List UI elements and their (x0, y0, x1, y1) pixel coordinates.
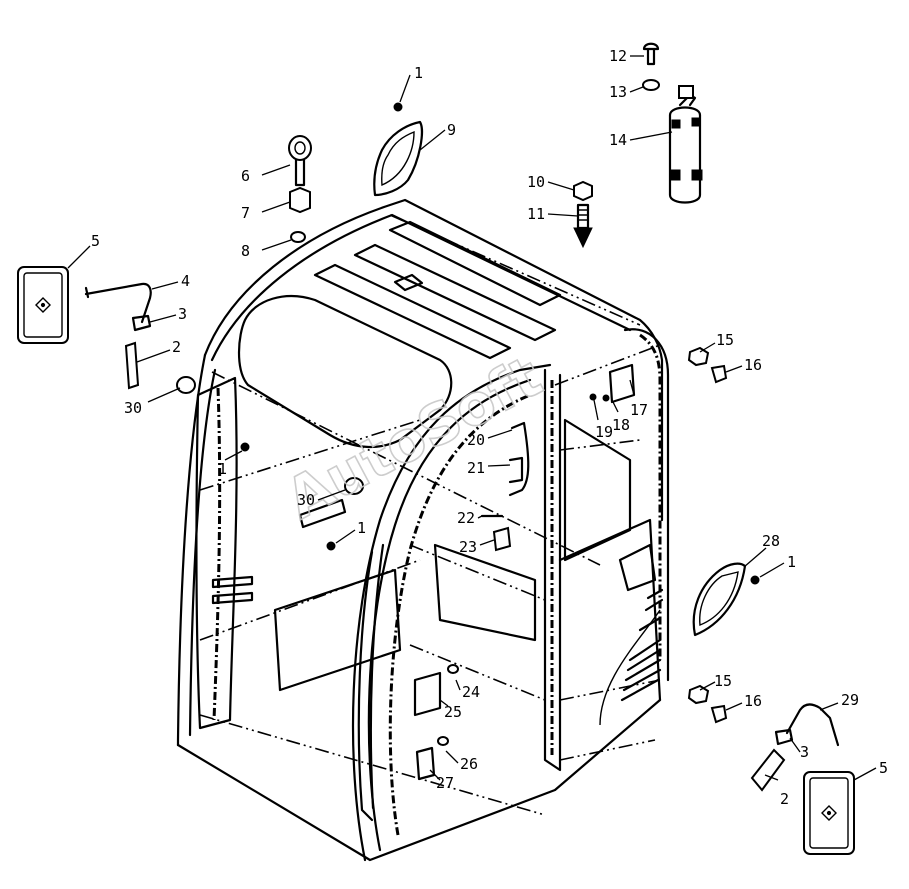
window-glass-right (692, 562, 747, 637)
nut-7 (289, 186, 311, 214)
callout-16-lower: 16 (744, 692, 762, 710)
callout-19: 19 (595, 423, 613, 441)
bolt-26 (437, 736, 449, 746)
callout-13: 13 (609, 83, 627, 101)
handle-20 (508, 421, 530, 497)
callout-5-right: 5 (879, 759, 888, 777)
callout-14: 14 (609, 131, 627, 149)
callout-29: 29 (841, 691, 859, 709)
callout-5-left: 5 (91, 232, 100, 250)
callout-17: 17 (630, 401, 648, 419)
callout-3-left: 3 (178, 305, 187, 323)
callout-9: 9 (447, 121, 456, 139)
callout-1-right: 1 (787, 553, 796, 571)
washer-13 (642, 79, 660, 91)
callout-30-left: 30 (124, 399, 142, 417)
callouts: 1 1 1 1 2 2 3 3 4 5 5 6 7 8 9 10 11 12 (67, 47, 888, 808)
spacer-center (344, 477, 364, 495)
watermark: AutoSoft (276, 344, 552, 532)
callout-20: 20 (467, 431, 485, 449)
mirror-rod-right (785, 703, 840, 747)
callout-7: 7 (241, 204, 250, 222)
callout-26: 26 (460, 755, 478, 773)
callout-27: 27 (436, 774, 454, 792)
bolt-16-upper (710, 364, 728, 384)
side-grille (599, 588, 664, 726)
callout-28: 28 (762, 532, 780, 550)
bracket-27 (415, 746, 436, 781)
callout-1-top: 1 (414, 64, 423, 82)
callout-4: 4 (181, 272, 190, 290)
bolt-16-lower (710, 704, 728, 724)
bracket-25 (413, 671, 442, 717)
fire-extinguisher (668, 85, 703, 204)
pipe-left (124, 341, 140, 390)
callout-2-right: 2 (780, 790, 789, 808)
bracket-30 (298, 498, 347, 529)
callout-18: 18 (612, 416, 630, 434)
callout-25: 25 (444, 703, 462, 721)
pipe-right (750, 748, 786, 792)
callout-6: 6 (241, 167, 250, 185)
construction-lines (199, 214, 661, 816)
washer-8 (290, 231, 306, 243)
handle-21 (508, 456, 524, 484)
callout-1-center: 1 (357, 519, 366, 537)
callout-15-lower: 15 (714, 672, 732, 690)
callout-22: 22 (457, 509, 475, 527)
bolt-12 (642, 42, 660, 66)
cab-frame (176, 198, 670, 862)
bolt-24 (447, 664, 459, 674)
mirror-rod-left (84, 282, 152, 324)
callout-8: 8 (241, 242, 250, 260)
window-glass-top (373, 120, 424, 197)
nut-10 (573, 180, 593, 202)
screw-1-right (750, 575, 760, 585)
callout-15-upper: 15 (716, 331, 734, 349)
callout-2-left: 2 (172, 338, 181, 356)
spacer-left (176, 376, 196, 394)
screw-18 (602, 394, 610, 402)
callout-24: 24 (462, 683, 480, 701)
callout-23: 23 (459, 538, 477, 556)
clamp-right (774, 728, 794, 746)
callout-30-center: 30 (297, 491, 315, 509)
clamp-left (131, 314, 152, 332)
screw-1-top (393, 102, 403, 112)
latch-23 (492, 526, 512, 552)
screw-1-center (326, 541, 336, 551)
eye-bolt (288, 135, 312, 187)
callout-10: 10 (527, 173, 545, 191)
mirror-left (17, 266, 69, 344)
stud-bolt (573, 203, 593, 249)
mirror-right (803, 771, 855, 855)
callout-3-right: 3 (800, 743, 809, 761)
callout-11: 11 (527, 205, 545, 223)
callout-12: 12 (609, 47, 627, 65)
nut-15-upper (687, 346, 710, 367)
nut-15-lower (687, 684, 710, 705)
callout-1-left: 1 (218, 460, 227, 478)
callout-21: 21 (467, 459, 485, 477)
roof-panels (237, 220, 562, 449)
screw-1-left (240, 442, 250, 452)
callout-16-upper: 16 (744, 356, 762, 374)
screw-19 (589, 393, 597, 401)
